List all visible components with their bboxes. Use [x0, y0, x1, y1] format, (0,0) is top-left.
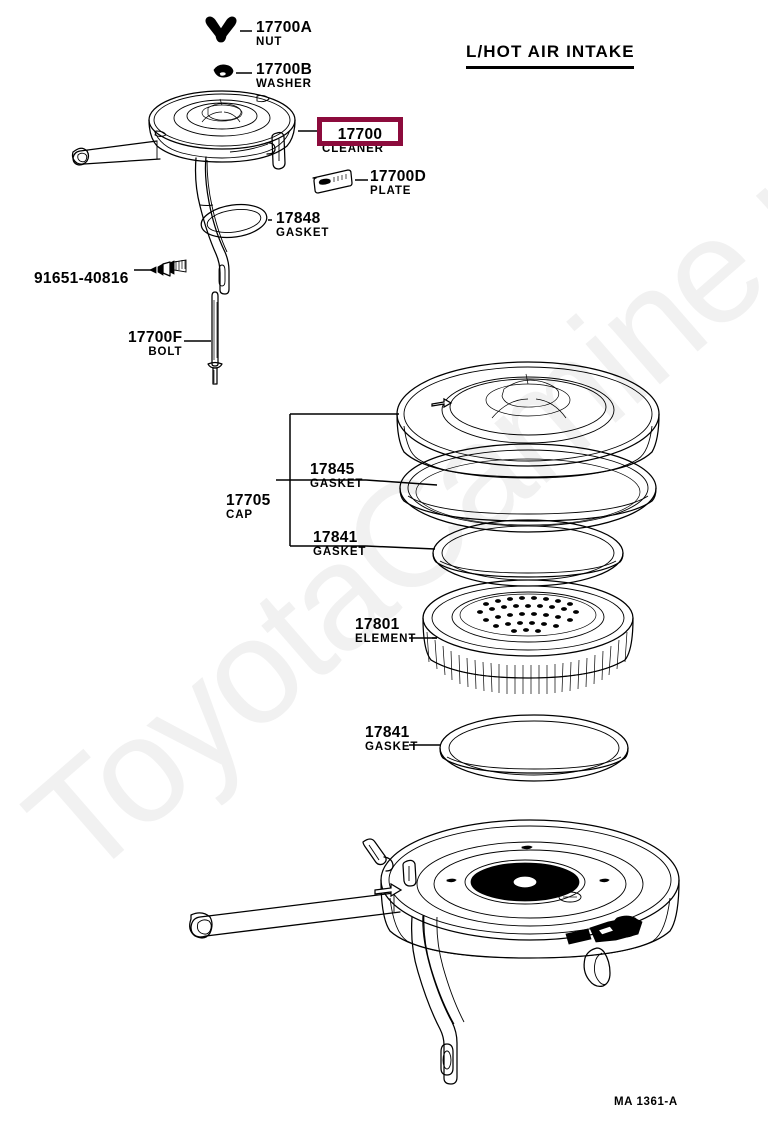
label-plate-number: 17700D	[370, 168, 427, 185]
gasket-17845-illustration	[399, 443, 657, 533]
drawing-code: MA 1361-A	[614, 1096, 678, 1108]
label-bolt-number: 17700F	[128, 329, 183, 346]
filter-element-illustration	[422, 579, 634, 694]
gasket-17841-upper-illustration	[432, 519, 624, 587]
label-cleaner-number: 17700	[337, 126, 383, 143]
cap-lid-illustration	[396, 361, 660, 479]
label-bolt: 17700F BOLT	[128, 330, 182, 358]
label-washer-number: 17700B	[256, 61, 313, 78]
highlight-box-17700[interactable]: 17700	[317, 117, 403, 146]
air-cleaner-housing-illustration	[189, 819, 680, 1085]
label-element-name: ELEMENT	[355, 632, 417, 645]
label-screw: 91651-40816	[34, 271, 129, 287]
screw-illustration	[157, 259, 187, 277]
label-washer-name: WASHER	[256, 77, 312, 90]
label-gasket-17848-number: 17848	[276, 210, 321, 227]
label-nut-number: 17700A	[256, 19, 313, 36]
gasket-17841-lower-illustration	[439, 714, 629, 782]
plate-illustration	[312, 169, 353, 194]
wing-nut-illustration	[205, 16, 237, 43]
label-gasket-17841-lower-number: 17841	[365, 724, 410, 741]
label-gasket-17841-lower-name: GASKET	[365, 740, 419, 753]
air-cleaner-body-illustration	[71, 90, 296, 295]
leader-gasket-17841-upper	[365, 545, 436, 550]
label-plate-name: PLATE	[370, 184, 412, 197]
label-plate: 17700D PLATE	[370, 169, 426, 197]
bolt-illustration	[207, 291, 223, 385]
label-cap: 17705 CAP	[226, 493, 271, 521]
label-gasket-17848-name: GASKET	[276, 226, 330, 239]
label-gasket-17841-upper: 17841 GASKET	[313, 530, 366, 558]
label-nut: 17700A NUT	[256, 20, 312, 48]
label-nut-name: NUT	[256, 35, 283, 48]
label-gasket-17841-upper-number: 17841	[313, 529, 358, 546]
latch-clamp	[565, 915, 643, 987]
washer-illustration	[213, 64, 234, 78]
label-gasket-17845-number: 17845	[310, 461, 355, 478]
label-gasket-17845: 17845 GASKET	[310, 462, 363, 490]
label-cap-number: 17705	[226, 492, 271, 509]
label-cap-name: CAP	[226, 508, 253, 521]
label-gasket-17841-lower: 17841 GASKET	[365, 725, 418, 753]
label-gasket-17845-name: GASKET	[310, 477, 364, 490]
label-washer: 17700B WASHER	[256, 62, 312, 90]
label-screw-number: 91651-40816	[34, 270, 129, 287]
label-element-number: 17801	[355, 616, 400, 633]
label-cleaner-name: CLEANER	[322, 143, 384, 155]
leader-gasket-17845	[365, 479, 438, 486]
label-gasket-17848: 17848 GASKET	[276, 211, 329, 239]
gasket-17848-illustration	[200, 203, 268, 239]
label-bolt-name: BOLT	[148, 345, 183, 358]
page-title: L/HOT AIR INTAKE	[466, 42, 635, 61]
title-underline	[466, 66, 634, 69]
label-gasket-17841-upper-name: GASKET	[313, 545, 367, 558]
label-element: 17801 ELEMENT	[355, 617, 416, 645]
